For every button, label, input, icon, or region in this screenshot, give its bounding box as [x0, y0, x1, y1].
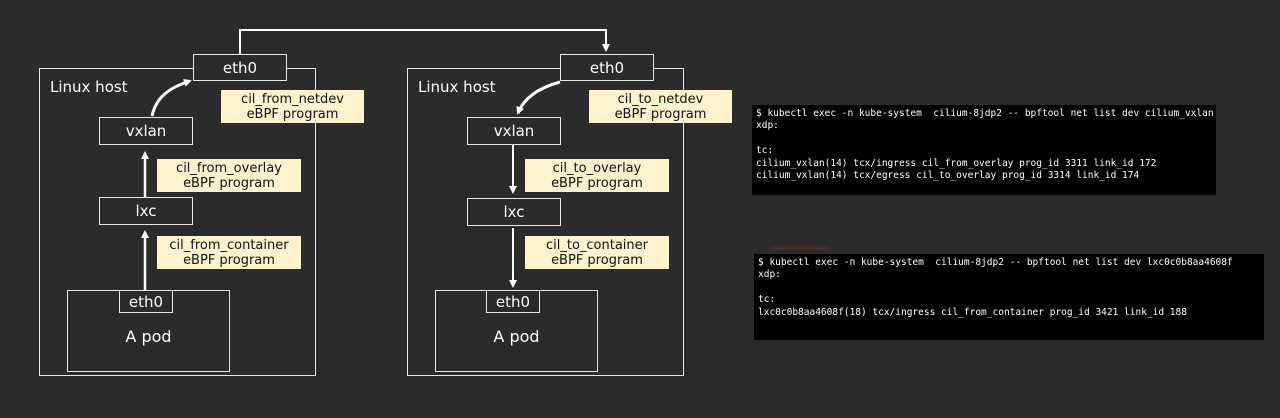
left-linux-host: [39, 68, 316, 376]
terminal-cilium-vxlan: $ kubectl exec -n kube-system cilium-8jd…: [752, 105, 1216, 195]
left-eth0-interface: eth0: [193, 54, 287, 81]
right-lxc-interface: lxc: [467, 198, 561, 226]
right-note-cil-to-container: cil_to_container eBPF program: [525, 236, 669, 269]
note-line: cil_to_overlay: [552, 160, 642, 176]
cropped-artifact: [770, 246, 830, 250]
inter-host-arrow: [239, 29, 610, 55]
right-note-cil-to-overlay: cil_to_overlay eBPF program: [525, 159, 669, 192]
terminal-line: $ kubectl exec -n kube-system cilium-8jd…: [758, 257, 1233, 268]
left-lxc-interface: lxc: [99, 197, 193, 225]
note-line: eBPF program: [614, 106, 707, 122]
right-host-label: Linux host: [418, 78, 496, 96]
left-vxlan-to-eth0-arrow: [150, 79, 192, 117]
note-line: eBPF program: [551, 252, 643, 268]
note-line: eBPF program: [551, 175, 643, 191]
terminal-line: xdp:: [758, 269, 781, 281]
terminal-lxc-interface: $ kubectl exec -n kube-system cilium-8jd…: [754, 254, 1264, 340]
note-line: cil_from_overlay: [176, 160, 282, 176]
right-pod-eth0: eth0: [486, 290, 540, 313]
note-line: cil_to_netdev: [617, 91, 704, 107]
note-line: cil_from_container: [169, 237, 289, 253]
right-eth0-interface: eth0: [560, 54, 654, 81]
terminal-line: [756, 133, 1212, 145]
note-line: eBPF program: [183, 252, 275, 268]
right-linux-host: [407, 68, 684, 376]
terminal-line: xdp:: [756, 120, 779, 132]
terminal-line: cilium_vxlan(14) tcx/ingress cil_from_ov…: [756, 157, 1157, 169]
right-vxlan-interface: vxlan: [467, 117, 561, 145]
note-line: cil_to_container: [545, 237, 649, 253]
terminal-line: lxc0c0b8aa4608f(18) tcx/ingress cil_from…: [758, 306, 1187, 318]
left-note-cil-from-container: cil_from_container eBPF program: [157, 236, 301, 269]
terminal-line: [758, 282, 1260, 294]
left-vxlan-interface: vxlan: [99, 117, 193, 145]
note-line: cil_from_netdev: [241, 91, 344, 107]
terminal-line: tc:: [756, 145, 774, 157]
left-note-cil-from-overlay: cil_from_overlay eBPF program: [157, 159, 301, 192]
left-pod-eth0: eth0: [119, 290, 173, 313]
terminal-line: $ kubectl exec -n kube-system cilium-8jd…: [756, 108, 1214, 119]
left-host-label: Linux host: [50, 78, 128, 96]
left-note-cil-from-netdev: cil_from_netdev eBPF program: [221, 90, 364, 123]
right-pod-label: A pod: [493, 327, 540, 346]
left-pod-label: A pod: [125, 327, 172, 346]
note-line: eBPF program: [246, 106, 339, 122]
right-note-cil-to-netdev: cil_to_netdev eBPF program: [589, 90, 732, 123]
terminal-line: cilium_vxlan(14) tcx/egress cil_to_overl…: [756, 169, 1140, 181]
right-eth0-to-vxlan-arrow: [516, 80, 561, 115]
note-line: eBPF program: [183, 175, 275, 191]
terminal-line: tc:: [758, 294, 776, 306]
